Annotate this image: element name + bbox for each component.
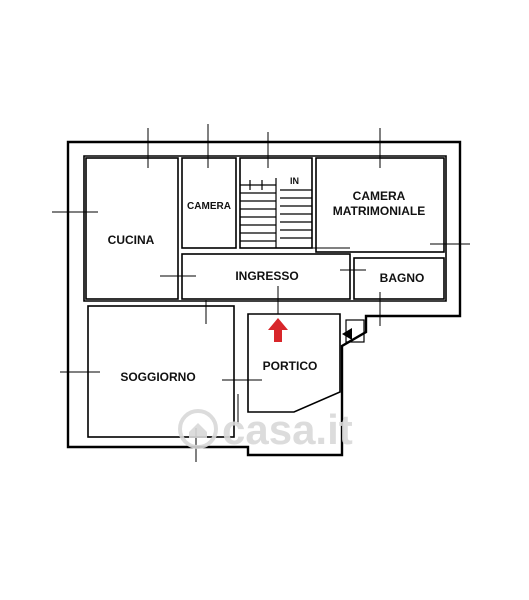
label-camera: CAMERA (187, 201, 231, 212)
room-portico (247, 313, 341, 413)
label-soggiorno: SOGGIORNO (120, 370, 195, 384)
room-camera (181, 157, 237, 249)
stair-label: IN (290, 176, 299, 186)
label-cucina: CUCINA (108, 233, 155, 247)
house-logo-icon (178, 409, 218, 449)
label-portico: PORTICO (263, 359, 318, 373)
label-camera-matrimoniale-line1: CAMERA (353, 189, 406, 203)
room-bagno (353, 257, 445, 300)
watermark: casa.it (178, 406, 353, 453)
side-steps (342, 319, 365, 343)
stairs: IN (240, 176, 312, 248)
room-cucina (85, 157, 179, 300)
watermark-text: casa.it (222, 406, 353, 453)
label-ingresso: INGRESSO (235, 269, 298, 283)
label-camera-matrimoniale-line2: MATRIMONIALE (333, 204, 425, 218)
entry-arrow-icon (268, 318, 288, 342)
label-bagno: BAGNO (380, 271, 425, 285)
room-ingresso (181, 253, 351, 300)
